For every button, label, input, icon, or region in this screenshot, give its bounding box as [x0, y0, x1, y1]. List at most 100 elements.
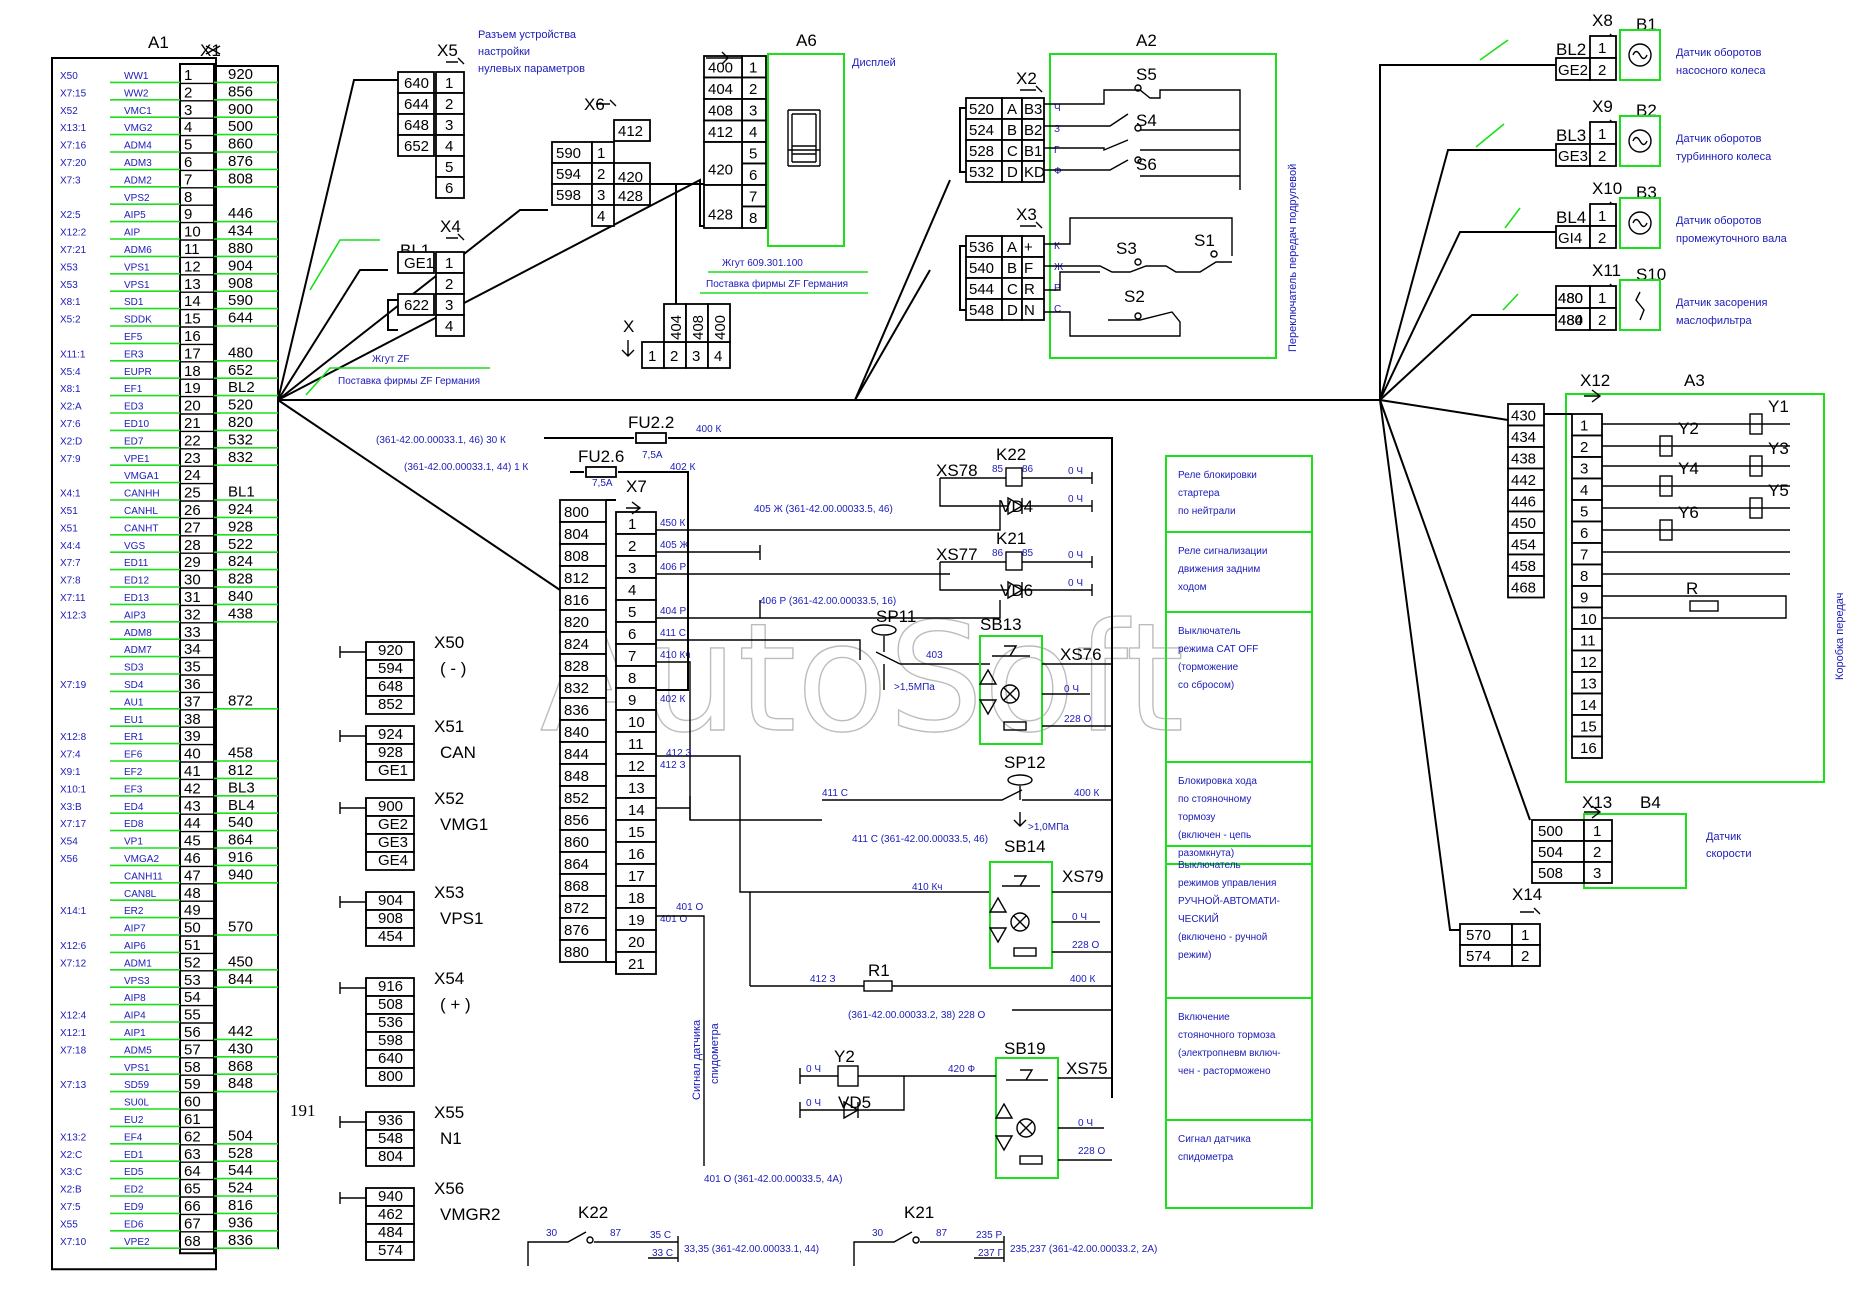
bottom-relay-wire: 235 Р [976, 1230, 1002, 1241]
sp12-label: SP12 [1004, 753, 1046, 772]
a3-valve: Y5 [1768, 481, 1789, 500]
a1-left-label: X7:6 [60, 419, 81, 430]
x7-wire: 848 [564, 768, 589, 785]
x5-connector: X5 Разъем устройства настройки нулевых п… [397, 29, 585, 199]
a3-pin: 3 [1580, 461, 1588, 478]
xgroup-wire: 508 [378, 996, 403, 1013]
x7-wire: 828 [564, 658, 589, 675]
a1-wire-label: 900 [228, 101, 253, 118]
a1-pin: 31 [184, 589, 201, 606]
sensor-wire: GI4 [1558, 230, 1582, 247]
x6-right-wire: 420 [618, 169, 643, 186]
x6-title: X6 [584, 95, 605, 114]
xgroup-wire: 800 [378, 1068, 403, 1085]
a1-signal: VPE2 [124, 1237, 150, 1248]
speedo-line2: спидометра [709, 1022, 721, 1084]
x-pin: 3 [692, 348, 700, 365]
solenoid-icon [837, 1065, 859, 1087]
legend-text: (включено - ручной [1178, 932, 1267, 943]
a1-signal: AIP7 [124, 924, 146, 935]
w406: 406 Р (361-42.00.00033.5, 16) [760, 596, 896, 607]
a1-left-label: X12:1 [60, 1028, 87, 1039]
relay-pin: 86 [1022, 464, 1034, 475]
x3-pin: B [1007, 260, 1017, 277]
x7-wire: 816 [564, 592, 589, 609]
xgroup-sub: VMG1 [440, 815, 488, 834]
sensor-bl: BL2 [1556, 40, 1586, 59]
x2-wire: 532 [969, 164, 994, 181]
a1-left-label: X10:1 [60, 784, 87, 795]
a1-signal: ADM3 [124, 158, 152, 169]
a1-pin: 32 [184, 606, 201, 623]
a1-pin: 15 [184, 311, 201, 328]
a3-wire: 446 [1511, 494, 1536, 511]
fu26-in: (361-42.00.00033.1, 44) 1 К [404, 462, 528, 473]
a1-signal: ADM4 [124, 141, 152, 152]
sensor-pin: 2 [1598, 312, 1606, 329]
a1-signal: AIP [124, 228, 140, 239]
a1-signal: VMGA2 [124, 854, 159, 865]
legend-text: стартера [1178, 488, 1220, 499]
x7-pin: 6 [628, 626, 636, 643]
a1-signal: ED12 [124, 576, 149, 587]
w0ch-sb13: 0 Ч [1064, 684, 1079, 695]
a1-signal: ED4 [124, 802, 144, 813]
b4-note-line1: Датчик [1706, 831, 1741, 843]
bottom-relay-ref: 235,237 (361-42.00.00033.2, 2А) [1010, 1244, 1157, 1255]
a1-signal: CANHH [124, 489, 160, 500]
x3-pin: C [1007, 281, 1018, 298]
x-wire: 400 [712, 315, 729, 340]
x2-pin: B [1007, 122, 1017, 139]
relay-conn: XS78 [936, 461, 978, 480]
a3-valve: Y3 [1768, 439, 1789, 458]
fuse-icon [585, 466, 617, 478]
a1-signal: SU0L [124, 1098, 149, 1109]
legend-text: Выключатель [1178, 626, 1241, 637]
switch-label: S1 [1194, 231, 1215, 250]
a1-pin: 20 [184, 398, 201, 415]
x13-title: X13 [1582, 793, 1612, 812]
a1-pin: 2 [184, 84, 192, 101]
xgroup-wire: 904 [378, 892, 403, 909]
a3-pin: 6 [1580, 525, 1588, 542]
x2-mark: Г [1054, 145, 1060, 156]
x3-mark: К [1054, 241, 1060, 252]
sb14-label: SB14 [1004, 837, 1046, 856]
x2-pin2: KD [1024, 164, 1045, 181]
a1-wire-label: 940 [228, 866, 253, 883]
w228b: (361-42.00.00033.2, 38) 228 О [848, 1010, 986, 1021]
a1-left-label: X54 [60, 837, 78, 848]
a1-wire-label: 520 [228, 397, 253, 414]
a6-pin: 5 [749, 146, 757, 163]
a1-signal: ER2 [124, 906, 144, 917]
a1-left-label: X4:1 [60, 489, 81, 500]
legend-text: стояночного тормоза [1178, 1030, 1276, 1041]
x14-wire: 570 [1466, 927, 1491, 944]
xgroup-title: X51 [434, 717, 464, 736]
a1-left-label: X3:C [60, 1167, 82, 1178]
x7-pin-wire: 410 Кч [660, 650, 691, 661]
legend-text: РУЧНОЙ-АВТОМАТИ- [1178, 894, 1280, 907]
a1-pin: 53 [184, 972, 201, 989]
a1-wire-label: BL3 [228, 779, 255, 796]
x7-wire: 812 [564, 570, 589, 587]
x4-pin: 3 [445, 297, 453, 314]
fu22-rating: 7,5А [642, 450, 663, 461]
a1-signal: VPS2 [124, 193, 150, 204]
page-number: 191 [290, 1101, 316, 1120]
a1-left-label: X2:B [60, 1185, 82, 1196]
a1-signal: SDDK [124, 315, 152, 326]
sp11-pressure: >1,5МПа [894, 682, 935, 693]
a1-wire-label: 904 [228, 257, 253, 274]
sensor-note: Датчик засорения [1676, 297, 1767, 309]
a3-pin: 16 [1580, 740, 1597, 757]
solenoid-icon [1659, 475, 1673, 497]
w400: 400 К [1074, 788, 1099, 799]
a1-left-label: X7:7 [60, 558, 81, 569]
a1-left-label: X53 [60, 262, 78, 273]
a1-signal: VPS1 [124, 280, 150, 291]
a1-pin: 50 [184, 920, 201, 937]
legend-text: режима CAT OFF [1178, 644, 1258, 655]
